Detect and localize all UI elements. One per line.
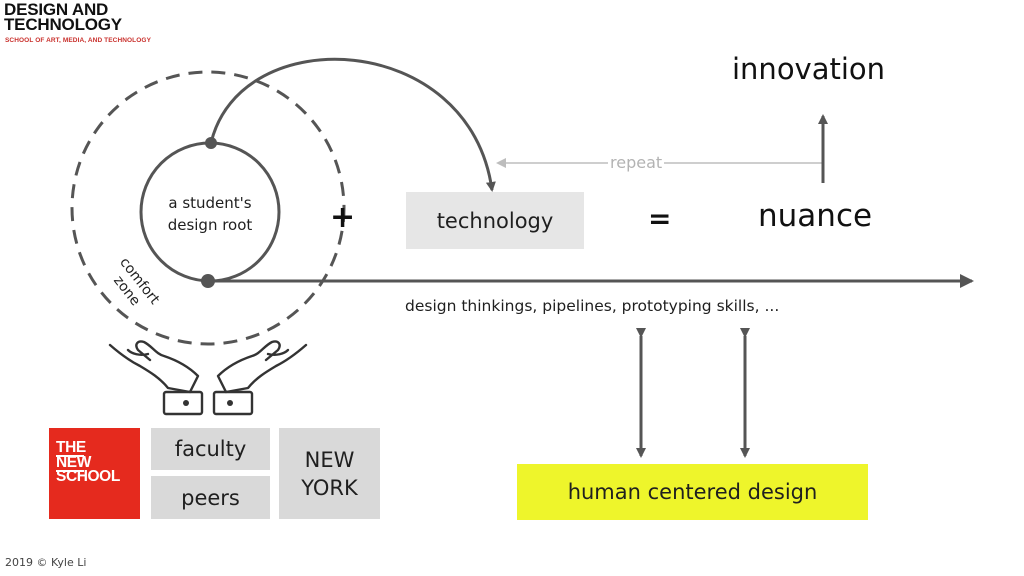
new-york-line1: NEW: [304, 447, 355, 472]
root-bottom-dot: [201, 274, 215, 288]
new-york-line2: YORK: [301, 475, 358, 500]
plus-sign: +: [330, 200, 356, 235]
logo-subtitle: SCHOOL OF ART, MEDIA, AND TECHNOLOGY: [5, 37, 151, 44]
tns-line2: NEW: [56, 453, 91, 471]
the-new-school-logo: [49, 428, 140, 519]
left-hand-icon: [108, 340, 204, 416]
new-york-box: NEW YORK: [279, 428, 380, 519]
copyright: 2019 © Kyle Li: [5, 556, 87, 569]
human-centered-design-box: human centered design: [517, 464, 868, 520]
tns-line1: THE: [56, 439, 86, 456]
design-root-line1: a student's: [168, 194, 252, 212]
nuance-label: nuance: [758, 198, 873, 234]
equals-sign: =: [648, 202, 672, 235]
root-top-dot: [205, 137, 217, 149]
technology-box: technology: [406, 192, 584, 249]
comfort-zone-circle: [70, 70, 346, 346]
design-root-line2: design root: [167, 216, 253, 234]
logo-title: DESIGN AND TECHNOLOGY: [4, 0, 122, 34]
faculty-box: faculty: [151, 428, 270, 470]
repeat-label: repeat: [608, 153, 665, 172]
pipelines-label: design thinkings, pipelines, prototyping…: [405, 297, 780, 315]
the-new-school-text: THE NEW SCHOOL: [56, 439, 120, 485]
right-hand-icon: [212, 340, 308, 416]
logo-title-line2: TECHNOLOGY: [4, 15, 122, 34]
design-root-label: a student's design root: [140, 192, 280, 236]
tns-line3: SCHOOL: [56, 468, 120, 485]
peers-box: peers: [151, 476, 270, 519]
curved-arrow: [209, 57, 496, 192]
logo-title-line1: DESIGN AND: [4, 0, 109, 19]
innovation-label: innovation: [732, 52, 886, 86]
